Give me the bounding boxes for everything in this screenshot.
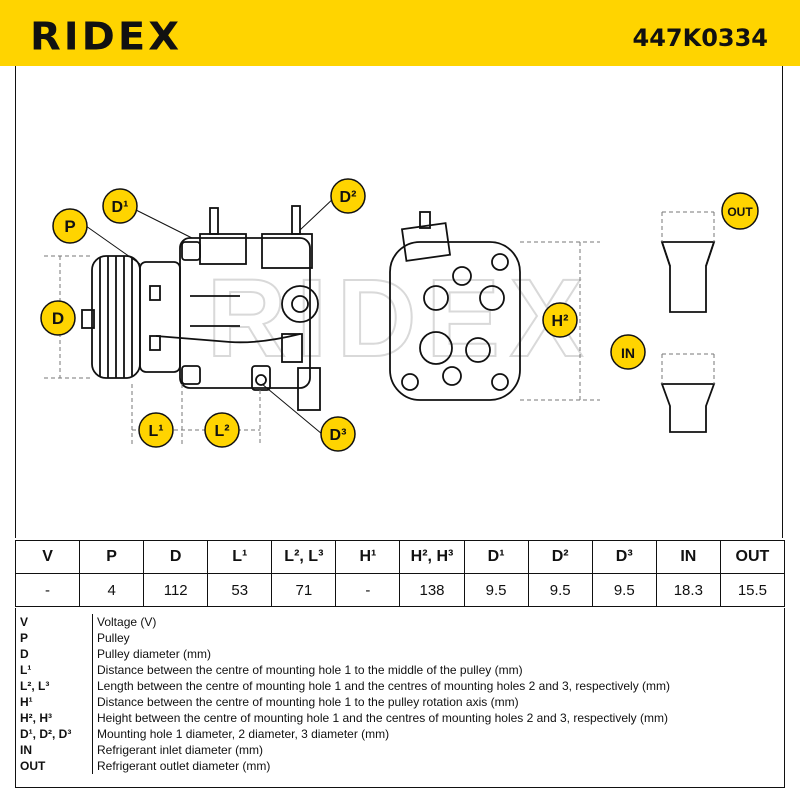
callout-d2-label: D²: [340, 189, 357, 206]
compressor-front-view: [389, 211, 521, 401]
legend-desc: Voltage (V): [97, 615, 157, 629]
callout-d3-label: D³: [330, 427, 347, 444]
callout-in-label: IN: [621, 345, 635, 361]
legend-row: H¹ Distance between the centre of mountin…: [16, 694, 784, 710]
callout-d1-label: D¹: [112, 199, 129, 216]
dimension-lines: [44, 211, 715, 446]
callout-d3: D³: [320, 416, 356, 452]
legend-row: L¹ Distance between the centre of mountin…: [16, 662, 784, 678]
out-fitting: [660, 241, 716, 313]
spec-value-cell: 9.5: [463, 573, 529, 607]
callout-in: IN: [610, 334, 646, 370]
legend-row: V Voltage (V): [16, 614, 784, 630]
callout-h2: H²: [542, 302, 578, 338]
spec-header-cell: OUT: [719, 540, 786, 574]
legend-box: V Voltage (V) P Pulley D Pulley diameter (m…: [15, 608, 785, 788]
legend-key: L¹: [16, 662, 93, 678]
legend-key: L², L³: [16, 678, 93, 694]
spec-value-cell: 4: [79, 573, 145, 607]
callout-d1: D¹: [102, 188, 138, 224]
spec-value-cell: 15.5: [719, 573, 786, 607]
legend-key: P: [16, 630, 93, 646]
legend-desc: Pulley diameter (mm): [97, 647, 212, 661]
callout-l1-label: L¹: [148, 423, 163, 440]
callout-l2: L²: [204, 412, 240, 448]
callout-l2-label: L²: [214, 423, 229, 440]
legend-key: D¹, D², D³: [16, 726, 93, 742]
spec-value-cell: 138: [399, 573, 465, 607]
legend-key: V: [16, 614, 93, 630]
spec-header-cell: D²: [527, 540, 593, 574]
spec-table-header-row: V P D L¹ L², L³ H¹ H², H³ D¹ D² D³ IN OU…: [14, 540, 786, 574]
callout-d: D: [40, 300, 76, 336]
spec-value-cell: -: [14, 573, 81, 607]
legend-desc: Distance between the centre of mounting …: [97, 663, 523, 677]
spec-header-cell: P: [79, 540, 145, 574]
legend-desc: Mounting hole 1 diameter, 2 diameter, 3 …: [97, 727, 390, 741]
callout-d-label: D: [52, 309, 64, 328]
legend-row: P Pulley: [16, 630, 784, 646]
legend-row: D Pulley diameter (mm): [16, 646, 784, 662]
spec-value-cell: -: [335, 573, 401, 607]
spec-header-cell: L², L³: [271, 540, 337, 574]
spec-header-cell: V: [14, 540, 81, 574]
legend-desc: Refrigerant outlet diameter (mm): [97, 759, 271, 773]
leader-lines: [85, 195, 337, 435]
spec-header-cell: H², H³: [399, 540, 465, 574]
spec-value-cell: 9.5: [591, 573, 657, 607]
header-bar: RIDEX 447K0334: [0, 0, 800, 66]
legend-row: IN Refrigerant inlet diameter (mm): [16, 742, 784, 758]
spec-value-cell: 9.5: [527, 573, 593, 607]
callout-p-label: P: [64, 217, 75, 236]
spec-value-cell: 18.3: [655, 573, 721, 607]
spec-value-cell: 53: [207, 573, 273, 607]
callout-out-label: OUT: [727, 205, 753, 219]
compressor-side-view: [81, 205, 321, 411]
watermark-text: RIDEX: [207, 257, 593, 380]
legend-key: OUT: [16, 758, 93, 774]
legend-key: H¹: [16, 694, 93, 710]
spec-header-cell: H¹: [335, 540, 401, 574]
legend-table: V Voltage (V) P Pulley D Pulley diameter (m…: [16, 614, 784, 774]
legend-key: D: [16, 646, 93, 662]
legend-desc: Pulley: [97, 631, 130, 645]
drawing-frame: [15, 66, 783, 538]
in-fitting: [660, 383, 716, 433]
technical-drawing: RIDEX: [40, 178, 759, 452]
legend-desc: Length between the centre of mounting ho…: [97, 679, 671, 693]
spec-value-cell: 112: [143, 573, 209, 607]
legend-key: H², H³: [16, 710, 93, 726]
legend-desc: Height between the centre of mounting ho…: [97, 711, 668, 725]
spec-table: V P D L¹ L², L³ H¹ H², H³ D¹ D² D³ IN OU…: [14, 540, 786, 607]
spec-header-cell: D³: [591, 540, 657, 574]
callout-h2-label: H²: [552, 313, 569, 330]
callout-p: P: [52, 208, 88, 244]
callout-l1: L¹: [138, 412, 174, 448]
legend-row: D¹, D², D³ Mounting hole 1 diameter, 2 di…: [16, 726, 784, 742]
spec-header-cell: L¹: [207, 540, 273, 574]
callout-out: OUT: [721, 192, 759, 230]
legend-row: OUT Refrigerant outlet diameter (mm): [16, 758, 784, 774]
callout-d2: D²: [330, 178, 366, 214]
part-number: 447K0334: [632, 24, 769, 52]
brand-logo: RIDEX: [30, 15, 183, 59]
legend-desc: Refrigerant inlet diameter (mm): [97, 743, 264, 757]
legend-key: IN: [16, 742, 93, 758]
spec-header-cell: D: [143, 540, 209, 574]
spec-value-cell: 71: [271, 573, 337, 607]
spec-header-cell: IN: [655, 540, 721, 574]
spec-table-value-row: - 4 112 53 71 - 138 9.5 9.5 9.5 18.3 15.…: [14, 573, 786, 607]
legend-desc: Distance between the centre of mounting …: [97, 695, 519, 709]
spec-header-cell: D¹: [463, 540, 529, 574]
legend-row: L², L³ Length between the centre of mount…: [16, 678, 784, 694]
legend-row: H², H³ Height between the centre of mount…: [16, 710, 784, 726]
